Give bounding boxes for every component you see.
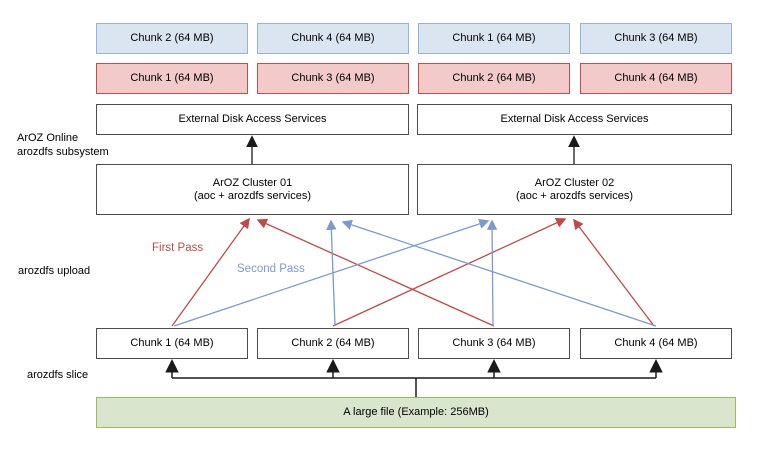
cluster-detail: (aoc + arozdfs services) — [515, 189, 634, 202]
external-disk-access-services-box: External Disk Access Services — [417, 104, 732, 135]
slice-stage-label: arozdfs slice — [27, 369, 89, 381]
stored-chunk-second-pass: Chunk 1 (64 MB) — [418, 23, 570, 54]
external-disk-access-services-box: External Disk Access Services — [96, 104, 409, 135]
stored-chunk-second-pass: Chunk 2 (64 MB) — [96, 23, 248, 54]
stored-chunk-second-pass: Chunk 4 (64 MB) — [257, 23, 409, 54]
cluster-name: ArOZ Cluster 02 — [534, 176, 615, 189]
slice-connector-arrows — [165, 358, 663, 397]
stored-chunk-first-pass: Chunk 2 (64 MB) — [418, 63, 570, 94]
second-pass-label: Second Pass — [237, 263, 305, 275]
upload-stage-label: arozdfs upload — [18, 265, 91, 277]
subsystem-label: ArOZ Online arozdfs subsystem — [17, 131, 109, 159]
aroz-cluster-01-box: ArOZ Cluster 01 (aoc + arozdfs services) — [96, 164, 409, 215]
aroz-cluster-02-box: ArOZ Cluster 02 (aoc + arozdfs services) — [417, 164, 732, 215]
stored-chunk-second-pass: Chunk 3 (64 MB) — [580, 23, 732, 54]
stored-chunk-first-pass: Chunk 1 (64 MB) — [96, 63, 248, 94]
sliced-chunk-box: Chunk 4 (64 MB) — [580, 328, 732, 359]
cluster-name: ArOZ Cluster 01 — [212, 176, 293, 189]
subsystem-label-line1: ArOZ Online — [17, 132, 79, 144]
sliced-chunk-box: Chunk 3 (64 MB) — [418, 328, 570, 359]
large-file-box: A large file (Example: 256MB) — [96, 397, 736, 428]
cluster-to-edas-arrows — [246, 135, 580, 164]
stored-chunk-first-pass: Chunk 4 (64 MB) — [580, 63, 732, 94]
first-pass-label: First Pass — [152, 242, 204, 254]
cluster-detail: (aoc + arozdfs services) — [193, 189, 312, 202]
sliced-chunk-box: Chunk 1 (64 MB) — [96, 328, 248, 359]
subsystem-label-line2: arozdfs subsystem — [17, 146, 109, 158]
sliced-chunk-box: Chunk 2 (64 MB) — [257, 328, 409, 359]
stored-chunk-first-pass: Chunk 3 (64 MB) — [257, 63, 409, 94]
